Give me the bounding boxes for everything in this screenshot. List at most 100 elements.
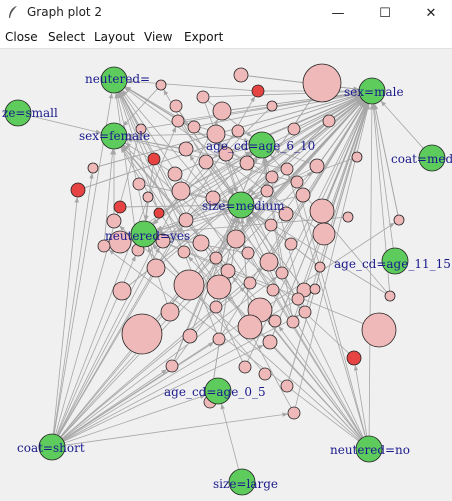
item-node-71[interactable] — [160, 302, 180, 322]
item-node-6[interactable] — [212, 101, 232, 121]
item-node-82[interactable] — [165, 359, 179, 373]
attribute-node-age-11-15[interactable] — [381, 247, 409, 275]
attribute-node-neutered-eq[interactable] — [100, 66, 128, 94]
item-node-31[interactable] — [113, 200, 127, 214]
item-node-44[interactable] — [312, 222, 336, 246]
item-node-8[interactable] — [187, 120, 201, 134]
item-node-28[interactable] — [171, 181, 191, 201]
item-node-57[interactable] — [220, 263, 236, 279]
menu-export[interactable]: Export — [184, 30, 224, 44]
item-node-45[interactable] — [97, 239, 111, 253]
menu-layout[interactable]: Layout — [94, 30, 135, 44]
item-node-10[interactable] — [171, 114, 185, 128]
item-node-66[interactable] — [309, 283, 321, 295]
graph-svg[interactable]: neutered=ze=smallsex=femaleage_cd=age_6_… — [0, 49, 452, 501]
attribute-node-size-medium[interactable] — [227, 191, 255, 219]
attribute-node-neutered-no[interactable] — [355, 435, 383, 463]
item-node-76[interactable] — [286, 315, 300, 329]
attribute-node-sex-female[interactable] — [100, 122, 128, 150]
item-node-51[interactable] — [177, 245, 191, 259]
item-node-29[interactable] — [142, 191, 154, 203]
menu-close[interactable]: Close — [5, 30, 38, 44]
attribute-node-age-0-5[interactable] — [204, 377, 232, 405]
item-node-19[interactable] — [198, 154, 214, 170]
item-node-24[interactable] — [167, 166, 183, 182]
item-node-37[interactable] — [278, 206, 294, 222]
item-node-25[interactable] — [132, 177, 146, 191]
menu-select[interactable]: Select — [48, 30, 86, 44]
item-node-73[interactable] — [237, 314, 263, 340]
item-node-22[interactable] — [309, 158, 325, 174]
item-node-14[interactable] — [135, 123, 147, 135]
item-node-2[interactable] — [251, 84, 265, 98]
item-node-49[interactable] — [284, 237, 298, 251]
item-node-26[interactable] — [265, 170, 279, 184]
item-node-46[interactable] — [155, 233, 171, 249]
item-node-0[interactable] — [233, 67, 249, 83]
item-node-54[interactable] — [259, 252, 279, 272]
item-node-47[interactable] — [192, 234, 210, 252]
item-node-32[interactable] — [153, 207, 165, 219]
item-node-21[interactable] — [280, 162, 294, 176]
item-node-72[interactable] — [121, 313, 163, 355]
item-node-39[interactable] — [106, 213, 122, 229]
item-node-55[interactable] — [314, 261, 326, 273]
menu-view[interactable]: View — [144, 30, 173, 44]
item-node-77[interactable] — [361, 312, 397, 348]
item-node-3[interactable] — [155, 79, 167, 91]
item-node-48[interactable] — [226, 229, 246, 249]
item-node-16[interactable] — [218, 146, 234, 162]
item-node-59[interactable] — [173, 269, 205, 301]
item-node-40[interactable] — [108, 230, 132, 254]
item-node-33[interactable] — [205, 190, 221, 206]
item-node-56[interactable] — [146, 258, 166, 278]
minimize-button[interactable]: — — [331, 5, 345, 21]
item-node-43[interactable] — [264, 218, 278, 232]
attribute-node-coat-medium[interactable] — [418, 144, 446, 172]
attribute-node-size-large[interactable] — [228, 468, 256, 496]
item-node-7[interactable] — [169, 99, 183, 113]
item-node-74[interactable] — [212, 332, 226, 346]
attribute-node-size-small[interactable] — [4, 99, 32, 127]
item-node-67[interactable] — [209, 300, 223, 314]
item-node-86[interactable] — [287, 406, 301, 420]
item-node-79[interactable] — [182, 328, 198, 344]
item-node-64[interactable] — [384, 290, 396, 302]
item-node-11[interactable] — [231, 124, 245, 138]
close-button[interactable]: ✕ — [425, 5, 437, 21]
item-node-34[interactable] — [260, 184, 274, 198]
item-node-1[interactable] — [302, 63, 342, 103]
attribute-node-coat-short[interactable] — [38, 433, 66, 461]
item-node-63[interactable] — [206, 274, 232, 300]
item-node-35[interactable] — [295, 187, 311, 203]
item-node-30[interactable] — [70, 182, 86, 198]
item-node-23[interactable] — [351, 151, 363, 163]
item-node-84[interactable] — [280, 379, 294, 393]
item-node-62[interactable] — [243, 276, 257, 290]
item-node-81[interactable] — [346, 350, 362, 366]
item-node-75[interactable] — [268, 314, 282, 328]
item-node-65[interactable] — [266, 283, 280, 297]
item-node-70[interactable] — [298, 305, 312, 319]
item-node-4[interactable] — [196, 90, 210, 104]
item-node-36[interactable] — [309, 198, 335, 224]
item-node-41[interactable] — [342, 211, 354, 223]
item-node-15[interactable] — [178, 141, 194, 157]
maximize-button[interactable]: ☐ — [379, 5, 391, 21]
attribute-node-sex-male[interactable] — [358, 77, 386, 105]
item-node-53[interactable] — [241, 246, 255, 260]
attribute-node-age-6-10[interactable] — [248, 131, 276, 159]
item-node-27[interactable] — [290, 175, 304, 189]
item-node-58[interactable] — [275, 266, 289, 280]
item-node-42[interactable] — [393, 214, 405, 226]
item-node-5[interactable] — [266, 100, 278, 112]
item-node-38[interactable] — [178, 212, 194, 228]
item-node-78[interactable] — [262, 334, 278, 350]
item-node-83[interactable] — [258, 367, 272, 381]
item-node-68[interactable] — [291, 292, 305, 306]
item-node-9[interactable] — [206, 124, 226, 144]
item-node-20[interactable] — [239, 155, 255, 171]
item-node-60[interactable] — [112, 281, 132, 301]
item-node-12[interactable] — [287, 122, 301, 136]
